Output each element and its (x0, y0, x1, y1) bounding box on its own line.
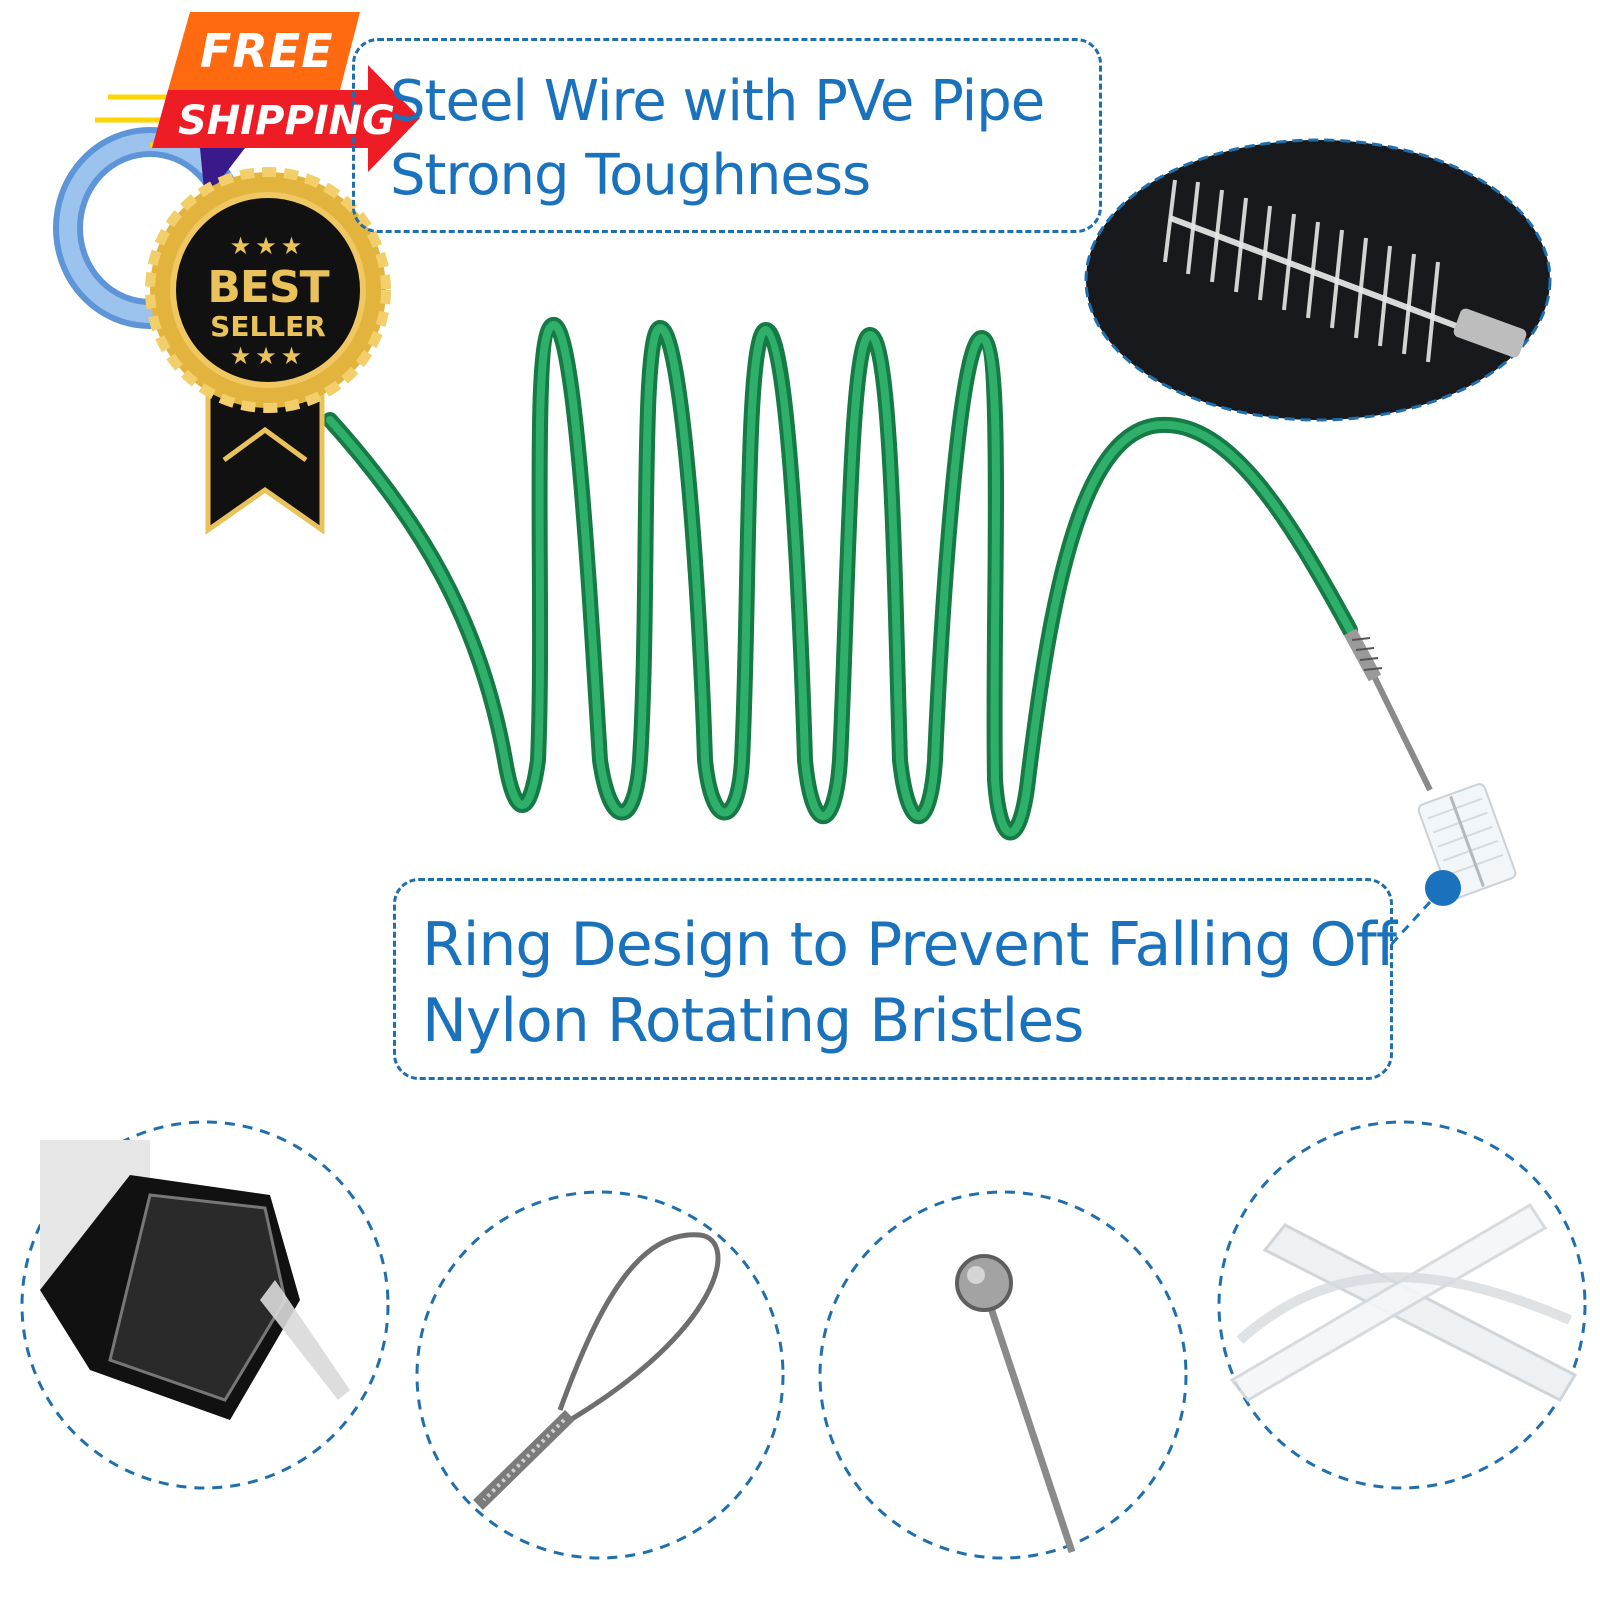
callout-top-line-1: Steel Wire with PVe Pipe (390, 69, 1045, 134)
best-label: BEST (207, 262, 329, 313)
seal-stars-top: ★★★ (229, 232, 307, 260)
shipping-label: SHIPPING (178, 98, 395, 144)
callout-ring-design: Ring Design to Prevent Falling Off Nylon… (393, 878, 1397, 1080)
callout-top-line-2: Strong Toughness (390, 143, 871, 208)
seller-label: SELLER (210, 310, 326, 343)
brush-head-icon (1343, 628, 1517, 900)
free-label: FREE (200, 24, 334, 78)
callout-bottom-line-2: Nylon Rotating Bristles (422, 986, 1084, 1056)
funnel-detail-icon (20, 1120, 390, 1490)
steel-ball-detail-icon (818, 1190, 1188, 1560)
brush-closeup-icon (1084, 138, 1552, 422)
clear-tube-detail-icon (1217, 1120, 1587, 1490)
callout-bottom-line-1: Ring Design to Prevent Falling Off (422, 910, 1397, 980)
best-seller-seal (145, 167, 391, 535)
pointer-dot (1425, 870, 1461, 906)
seal-stars-bottom: ★★★ (229, 342, 307, 370)
wire-loop-detail-icon (415, 1190, 785, 1560)
callout-steel-wire: Steel Wire with PVe Pipe Strong Toughnes… (352, 38, 1102, 233)
